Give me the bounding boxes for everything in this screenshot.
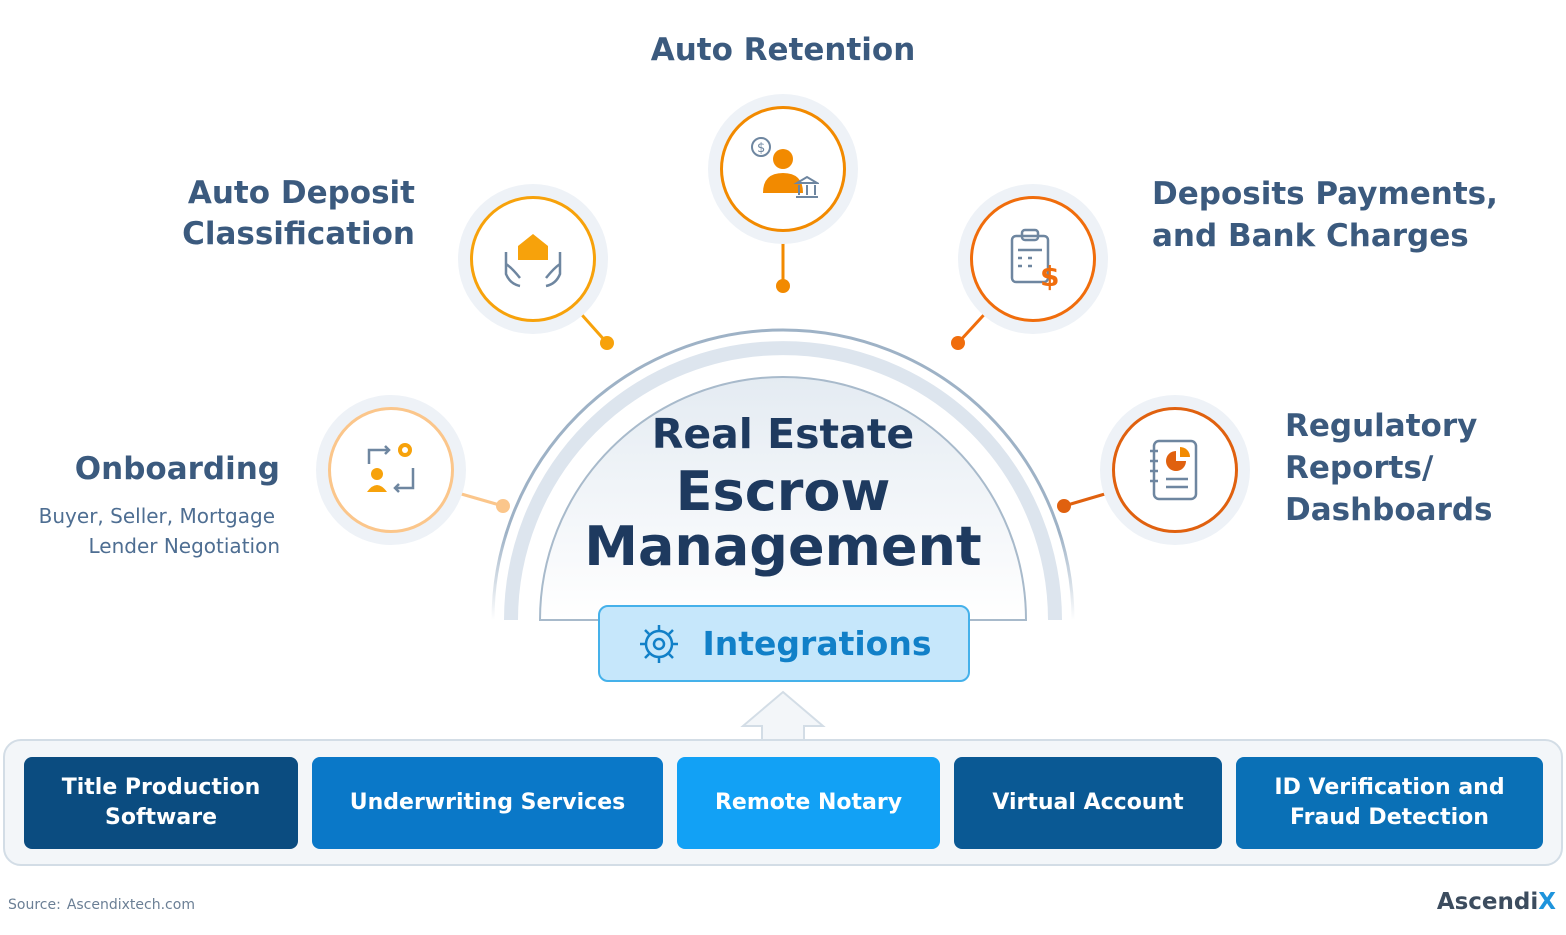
box-id-verification: ID Verification and Fraud Detection (1236, 757, 1543, 849)
node-deposits: $ (958, 184, 1108, 334)
source-note: Source: Ascendixtech.com (8, 897, 195, 913)
source-label: Source: (8, 897, 61, 913)
center-title-line1: Real Estate (651, 410, 915, 458)
label-deposits-1: Deposits Payments, (1152, 176, 1498, 212)
source-site: Ascendixtech.com (66, 897, 195, 913)
up-arrow-icon (740, 690, 826, 742)
svg-text:$: $ (757, 141, 765, 156)
box-virtual-account: Virtual Account (954, 757, 1222, 849)
connector-dot-auto-retention (776, 279, 790, 293)
connector-dot-regulatory (1057, 499, 1071, 513)
integrations-pill: Integrations (598, 605, 970, 682)
node-onboarding (316, 395, 466, 545)
person-gear-sync-icon (367, 443, 415, 493)
svg-text:$: $ (1040, 260, 1059, 293)
integrations-label: Integrations (702, 624, 932, 663)
label-regulatory-2: Reports/ (1285, 450, 1434, 486)
label-onboarding-sub2: Lender Negotiation (88, 534, 280, 558)
hands-house-icon (504, 234, 562, 288)
connector-dot-deposits (951, 336, 965, 350)
label-regulatory-3: Dashboards (1285, 492, 1493, 528)
node-auto-retention: $ (708, 94, 858, 244)
label-deposits-2: and Bank Charges (1152, 218, 1469, 254)
outer-arc (491, 328, 1075, 621)
label-auto-deposit-1: Auto Deposit (187, 175, 415, 211)
box-title-production: Title Production Software (24, 757, 298, 849)
clipboard-dollar-icon: $ (1010, 228, 1059, 293)
band-arc (504, 341, 1062, 621)
brand-main: Ascendi (1436, 889, 1539, 915)
label-auto-deposit-2: Classification (182, 216, 415, 252)
person-dollar-bank-icon: $ (751, 137, 819, 198)
label-auto-retention: Auto Retention (650, 32, 916, 68)
center-title-line2: Escrow (675, 460, 891, 523)
connector-dot-auto-deposit (600, 336, 614, 350)
brand-x: X (1538, 889, 1556, 915)
node-regulatory (1100, 395, 1250, 545)
label-onboarding: Onboarding (74, 451, 280, 487)
label-regulatory-1: Regulatory (1285, 408, 1478, 444)
node-auto-deposit (458, 184, 608, 334)
box-remote-notary: Remote Notary (677, 757, 940, 849)
inner-dome (538, 376, 1028, 621)
brand-logo: AscendiX (1437, 889, 1556, 915)
report-chart-icon (1150, 439, 1198, 501)
network-gear-icon (639, 624, 678, 663)
box-underwriting: Underwriting Services (312, 757, 663, 849)
center-title-line3: Management (584, 515, 982, 578)
connector-dot-onboarding (496, 499, 510, 513)
label-onboarding-sub1: Buyer, Seller, Mortgage (38, 504, 275, 528)
